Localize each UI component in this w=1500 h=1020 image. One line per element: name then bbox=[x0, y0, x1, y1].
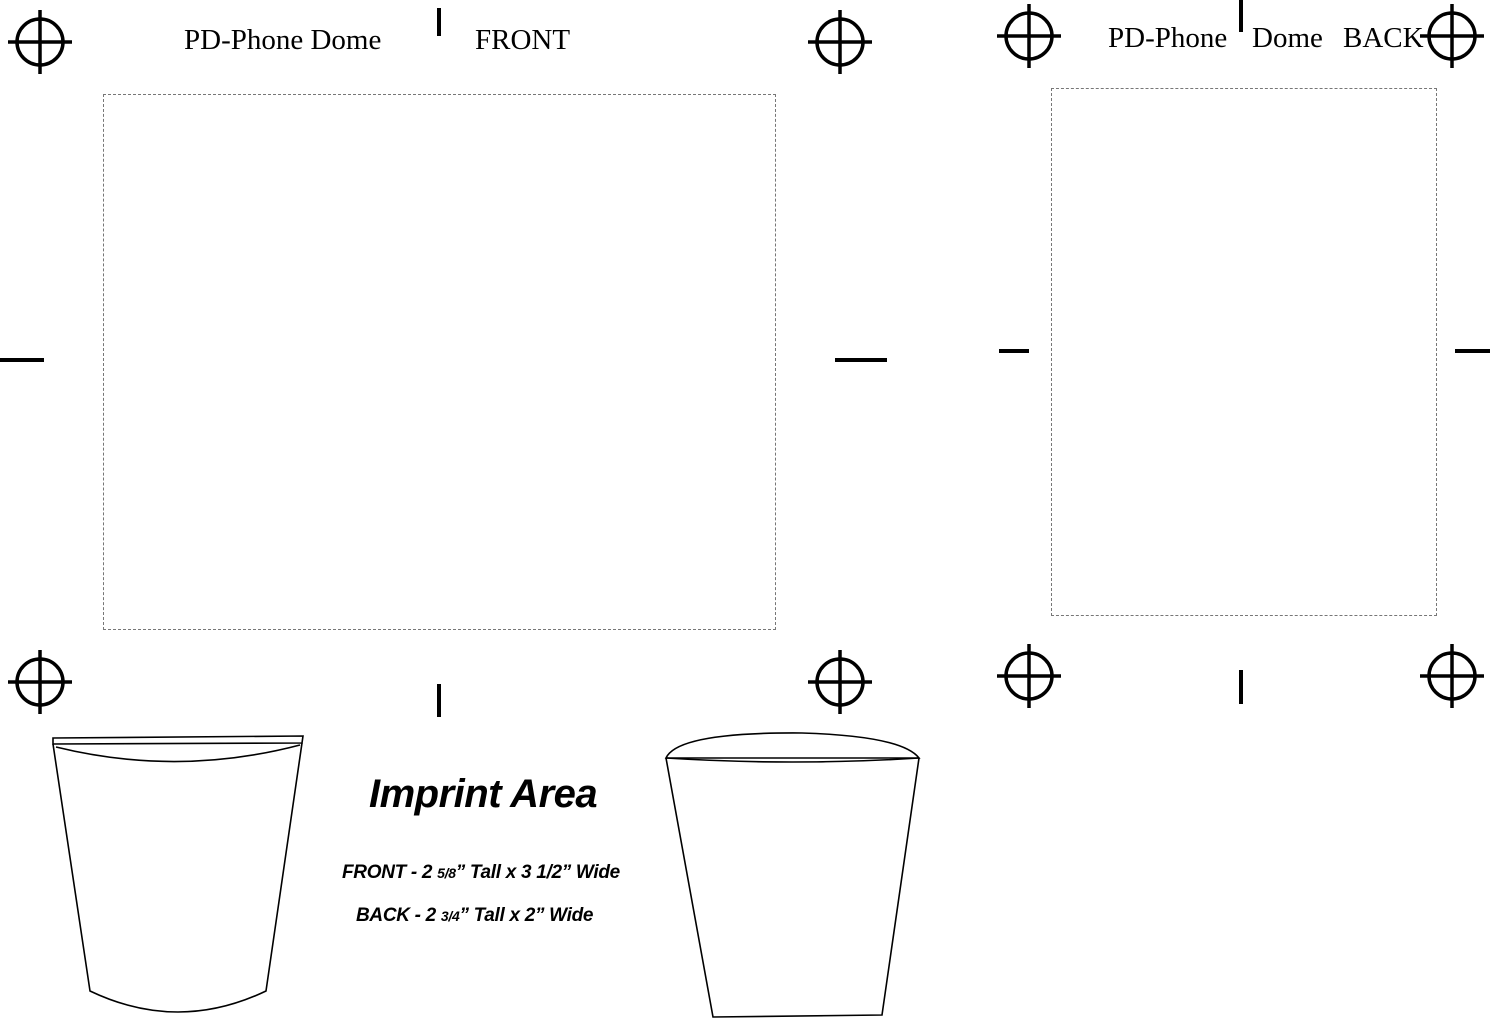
back-spec: BACK - 2 3/4” Tall x 2” Wide bbox=[356, 905, 593, 927]
front-spec-rest: ” Tall x 3 1/2” Wide bbox=[455, 862, 620, 883]
crop-mark-bottom-center bbox=[437, 684, 441, 717]
front-title-label: PD-Phone Dome bbox=[184, 24, 382, 56]
front-spec-label: FRONT - 2 bbox=[342, 862, 433, 883]
crop-mark-back-top-center bbox=[1239, 0, 1243, 32]
back-imprint-area bbox=[1051, 88, 1437, 616]
front-spec-fraction: 5/8 bbox=[437, 865, 456, 881]
imprint-area-heading: Imprint Area bbox=[369, 772, 598, 817]
cup-front-icon bbox=[52, 735, 304, 1013]
registration-mark-icon bbox=[808, 650, 872, 714]
front-spec: FRONT - 2 5/8” Tall x 3 1/2” Wide bbox=[342, 862, 620, 884]
front-title: PD-Phone Dome bbox=[184, 26, 381, 55]
registration-mark-icon bbox=[1420, 4, 1484, 68]
registration-mark-icon bbox=[8, 650, 72, 714]
back-title-text-3: BACK bbox=[1343, 22, 1424, 54]
front-side-text: FRONT bbox=[475, 24, 571, 56]
back-title-part2: Dome bbox=[1252, 24, 1323, 53]
back-title-text-2: Dome bbox=[1252, 22, 1323, 54]
back-spec-fraction: 3/4 bbox=[440, 908, 460, 924]
imprint-area-heading-text: Imprint Area bbox=[369, 772, 598, 816]
registration-mark-icon bbox=[997, 644, 1061, 708]
registration-mark-icon bbox=[808, 10, 872, 74]
registration-mark-icon bbox=[997, 4, 1061, 68]
crop-mark-back-left-middle bbox=[999, 349, 1029, 353]
back-spec-label: BACK - 2 bbox=[356, 905, 436, 926]
crop-mark-left-middle bbox=[0, 358, 44, 362]
back-title-text-1: PD-Phone bbox=[1108, 22, 1228, 54]
crop-mark-right-middle bbox=[835, 358, 887, 362]
back-title-part3: BACK bbox=[1343, 24, 1424, 53]
crop-mark-top-center bbox=[437, 8, 441, 36]
registration-mark-icon bbox=[1420, 644, 1484, 708]
registration-mark-icon bbox=[8, 10, 72, 74]
front-imprint-area bbox=[103, 94, 776, 630]
back-spec-rest: ” Tall x 2” Wide bbox=[459, 905, 594, 926]
crop-mark-back-right-middle bbox=[1455, 349, 1490, 353]
back-title-part1: PD-Phone bbox=[1108, 24, 1227, 53]
crop-mark-back-bottom-center bbox=[1239, 670, 1243, 704]
cup-back-icon bbox=[664, 732, 921, 1018]
front-side-label: FRONT bbox=[475, 26, 570, 55]
